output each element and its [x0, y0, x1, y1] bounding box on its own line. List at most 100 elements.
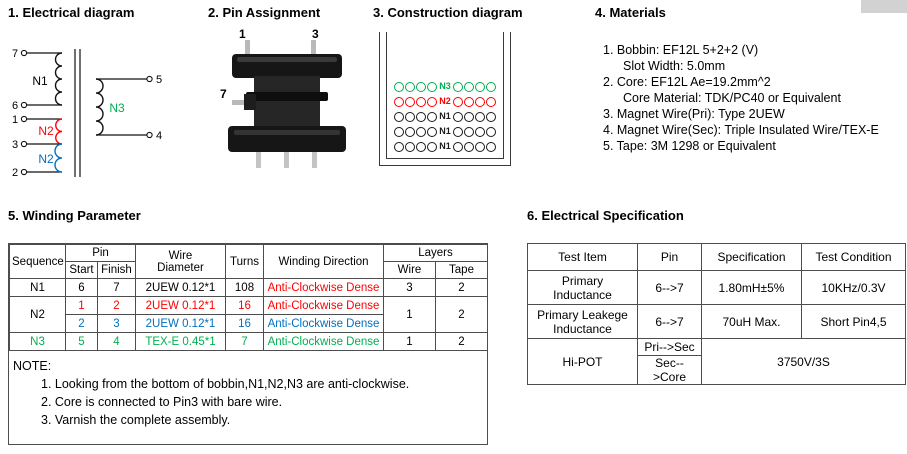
wire-turn [485, 111, 496, 122]
section-title: 1. Electrical diagram [8, 5, 135, 20]
wire-turn [463, 96, 474, 107]
wire-turn [394, 96, 405, 107]
wire-turn [485, 141, 496, 152]
pin-number: 7 [12, 48, 18, 60]
cell-wire-diameter: 2UEW 0.12*1 [135, 296, 226, 315]
coil-n2-red [27, 118, 63, 145]
coil-n2b-winding [54, 143, 63, 173]
coil-n1-winding [54, 52, 63, 106]
layer-label: N3 [439, 81, 451, 91]
bobbin-cross-section: N3 N2 N1 N1 [379, 32, 511, 166]
layer-label: N1 [439, 111, 451, 121]
winding-layer-n1-bottom: N1 [394, 140, 496, 153]
material-item: 5. Tape: 3M 1298 or Equivalent [603, 139, 776, 153]
wire-turn [427, 141, 438, 152]
cell-pin-finish: 7 [97, 278, 136, 297]
cell-wire-diameter: 2UEW 0.12*1 [135, 314, 226, 333]
section-construction-diagram: 3. Construction diagram N3 N2 N1 [373, 5, 523, 166]
bobbin-side-pin-7 [232, 94, 256, 110]
cell-test-item: Primary Leakege Inductance [527, 304, 638, 339]
section-pin-assignment: 2. Pin Assignment 1 3 7 [208, 5, 370, 178]
wire-turn [394, 126, 405, 137]
bobbin-photo: 1 3 7 [220, 27, 346, 168]
bobbin-top-pins [245, 40, 316, 56]
note-item: 2. Core is connected to Pin3 with bare w… [41, 395, 283, 409]
section-title: 2. Pin Assignment [208, 5, 321, 20]
cell-direction: Anti-Clockwise Dense [263, 296, 384, 315]
cell-pin-finish: 4 [97, 332, 136, 351]
wire-turn [405, 96, 416, 107]
winding-layer-n1-mid: N1 [394, 125, 496, 138]
material-item-detail: Core Material: TDK/PC40 or Equivalent [623, 91, 841, 105]
note-item: 3. Varnish the complete assembly. [41, 413, 231, 427]
winding-row-n1: N1 6 7 2UEW 0.12*1 108 Anti-Clockwise De… [9, 278, 488, 297]
section-title: 4. Materials [595, 5, 666, 20]
core-lines [74, 49, 81, 177]
wire-turn [452, 126, 463, 137]
wire-turn [463, 111, 474, 122]
header-row: Test Item Pin Specification Test Conditi… [527, 243, 906, 271]
winding-layer-n3: N3 [394, 80, 496, 93]
winding-parameter-table: Sequence Pin Wire Diameter Turns Winding… [9, 244, 488, 351]
layer-label: N1 [439, 141, 451, 151]
wire-turn [416, 111, 427, 122]
cell-layers-tape: 2 [435, 332, 488, 351]
col-start: Start [65, 261, 98, 279]
wire-turn [463, 126, 474, 137]
wire-turn [427, 126, 438, 137]
wire-turn [452, 96, 463, 107]
winding-label-n2-red: N2 [38, 124, 54, 138]
col-test-condition: Test Condition [801, 243, 906, 271]
cell-pin: 6-->7 [637, 270, 702, 305]
section-title: 3. Construction diagram [373, 5, 523, 20]
cell-specification: 70uH Max. [701, 304, 802, 339]
bobbin-barrel [246, 76, 328, 128]
wire-turn [416, 126, 427, 137]
cell-sequence: N1 [9, 278, 66, 297]
material-item: 1. Bobbin: EF12L 5+2+2 (V) [603, 43, 759, 57]
wire-turn [405, 111, 416, 122]
col-specification: Specification [701, 243, 802, 271]
wire-turn [452, 111, 463, 122]
cell-pin-sec-core: Sec-->Core [637, 355, 702, 385]
wire-turn [485, 96, 496, 107]
wire-turn [405, 126, 416, 137]
winding-row-n3: N3 5 4 TEX-E 0.45*1 7 Anti-Clockwise Den… [9, 332, 488, 351]
cell-turns: 16 [225, 314, 264, 333]
coil-n2a-winding [55, 118, 63, 145]
wire-turn [394, 111, 405, 122]
cell-pin-start: 1 [65, 296, 98, 315]
bobbin-pin-1-label: 1 [239, 27, 246, 41]
winding-label-n1: N1 [32, 74, 48, 88]
wire-turn [452, 141, 463, 152]
wire-turn [394, 81, 405, 92]
cell-sequence: N2 [9, 296, 66, 333]
wire-turn [474, 96, 485, 107]
note-item: 1. Looking from the bottom of bobbin,N1,… [41, 377, 410, 391]
winding-layer-n2: N2 [394, 95, 496, 108]
wire-turn [485, 81, 496, 92]
cell-direction: Anti-Clockwise Dense [263, 332, 384, 351]
cell-layers-wire: 1 [383, 332, 436, 351]
cell-pin: 6-->7 [637, 304, 702, 339]
spec-row-leakage-inductance: Primary Leakege Inductance 6-->7 70uH Ma… [527, 304, 906, 339]
wire-turn [416, 81, 427, 92]
coil-n1 [27, 52, 63, 106]
cell-pin-pri-sec: Pri-->Sec [637, 338, 702, 356]
bobbin-bottom-pins [256, 152, 317, 168]
winding-layer-n1-top: N1 [394, 110, 496, 123]
cell-layers-wire: 1 [383, 296, 436, 333]
section-title: 6. Electrical Specification [527, 208, 684, 223]
coil-n2-blue [27, 143, 63, 173]
wire-turn [463, 141, 474, 152]
header-row-2: Start Finish Wire Tape [10, 261, 488, 279]
col-layers-wire: Wire [383, 261, 436, 279]
coil-n3 [95, 78, 147, 136]
bobbin-pin-7-label: 7 [220, 87, 227, 101]
wire-turn [427, 111, 438, 122]
winding-parameter-box: Sequence Pin Wire Diameter Turns Winding… [8, 243, 488, 445]
section-electrical-diagram: 1. Electrical diagram [8, 5, 208, 195]
wire-turn [474, 126, 485, 137]
winding-area: N3 N2 N1 N1 [386, 32, 504, 159]
cell-specification: 3750V/3S [701, 338, 906, 385]
